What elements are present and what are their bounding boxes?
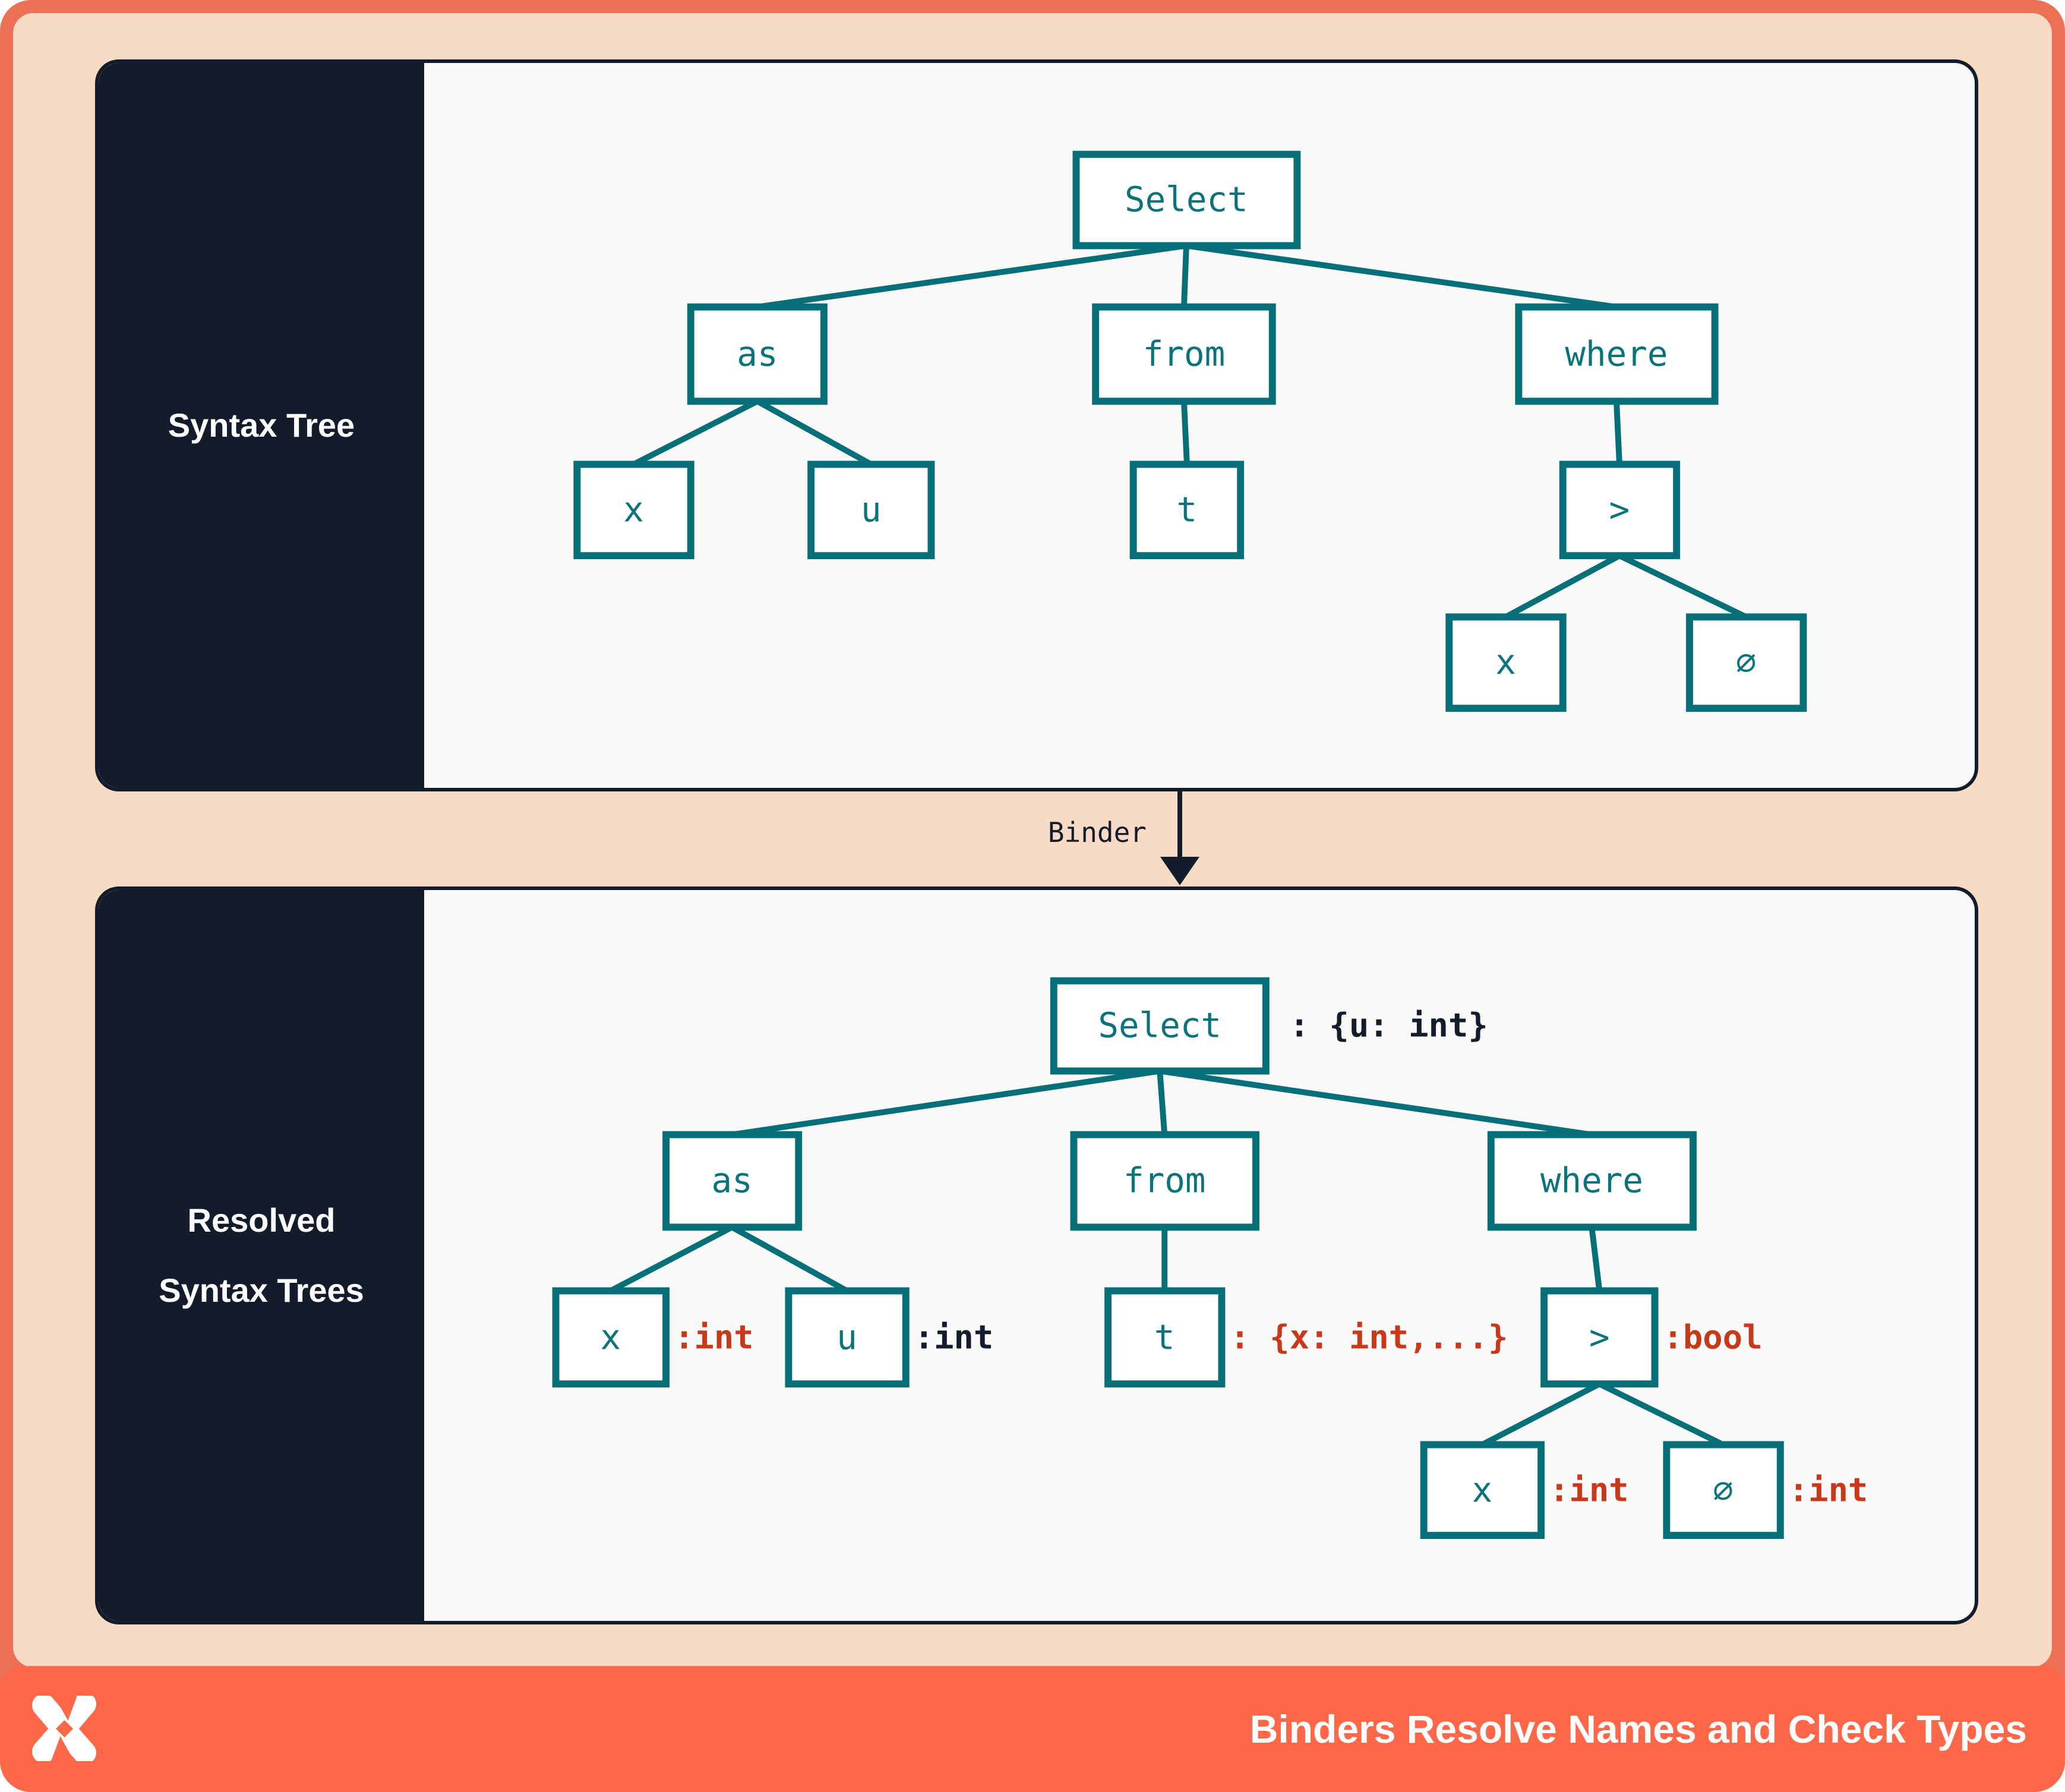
node-label-gt: > <box>1589 1317 1610 1357</box>
node-box-t <box>1129 460 1245 560</box>
edge-as-x <box>609 1224 734 1293</box>
node-box-u-as <box>807 460 935 560</box>
node-box-as <box>662 1131 803 1231</box>
binder-label: Binder <box>1047 816 1147 848</box>
node-box-zero <box>1663 1441 1784 1539</box>
edge-select-as <box>757 242 1187 310</box>
footer-bar: Binders Resolve Names and Check Types <box>0 1666 2065 1792</box>
syntax-tree-panel: Select as from where x u t > x ∅ Syntax … <box>95 59 1978 791</box>
edge-gt-x <box>1480 1381 1601 1447</box>
node-box-t <box>1104 1287 1226 1388</box>
edge-as-x <box>632 398 759 467</box>
node-box-gt <box>1540 1287 1659 1388</box>
edge-as-u <box>756 398 873 467</box>
node-label-t: t <box>1177 490 1198 529</box>
node-box-as <box>687 303 828 405</box>
node-box-from <box>1070 1131 1259 1231</box>
syntax-tree-sidebar: Syntax Tree <box>99 63 424 788</box>
footer-title: Binders Resolve Names and Check Types <box>1249 1707 2027 1751</box>
type-annotation-u-as: :int <box>914 1318 994 1356</box>
node-box-zero <box>1686 613 1807 712</box>
node-label-u-as: u <box>861 490 882 529</box>
node-label-where: where <box>1565 334 1668 374</box>
syntax-tree-diagram: Select as from where x u t > x ∅ <box>573 150 1807 712</box>
edge-select-where <box>1159 1068 1593 1138</box>
type-annotation-x-gt: :int <box>1549 1471 1629 1509</box>
node-label-t: t <box>1154 1317 1175 1357</box>
node-label-x-gt: x <box>1472 1470 1493 1510</box>
edge-from-t <box>1181 401 1190 465</box>
tree-nodes: Select : {u: int} as from where x :int u… <box>552 977 1868 1539</box>
binder-arrow-icon <box>1160 791 1199 885</box>
node-label-zero: ∅ <box>1736 642 1757 682</box>
node-label-gt: > <box>1609 490 1630 529</box>
node-label-zero: ∅ <box>1713 1470 1734 1510</box>
node-label-as: as <box>737 334 778 374</box>
node-box-where <box>1487 1131 1697 1231</box>
node-label-select: Select <box>1098 1006 1221 1046</box>
node-label-as: as <box>712 1161 753 1201</box>
edge-select-from <box>1181 245 1189 307</box>
node-label-where: where <box>1540 1161 1643 1201</box>
node-label-select: Select <box>1125 180 1248 220</box>
type-annotation-x-as: :int <box>674 1318 754 1356</box>
resolved-panel-title-line1: Resolved <box>187 1201 336 1239</box>
edge-select-as <box>731 1068 1161 1138</box>
node-label-u-as: u <box>836 1317 857 1357</box>
x-logo-icon <box>32 1696 96 1761</box>
tree-edges <box>632 242 1748 620</box>
edge-gt-x <box>1504 553 1621 620</box>
node-box-u-as <box>785 1287 910 1388</box>
edge-where-gt <box>1614 401 1622 465</box>
node-label-from: from <box>1143 334 1226 374</box>
node-box-x-gt <box>1445 613 1567 712</box>
resolved-syntax-trees-panel: Select : {u: int} as from where x :int u… <box>95 886 1978 1624</box>
node-box-where <box>1515 303 1719 405</box>
node-box-gt <box>1559 460 1681 560</box>
x-logo-top-notch <box>54 1696 77 1721</box>
edge-gt-zero <box>1618 553 1748 620</box>
resolved-syntax-tree-diagram: Select : {u: int} as from where x :int u… <box>552 977 1868 1539</box>
x-logo-bottom-notch <box>51 1736 74 1761</box>
node-box-x-as <box>573 460 694 560</box>
node-box-select <box>1050 977 1270 1075</box>
type-annotation-gt: :bool <box>1663 1318 1762 1356</box>
edge-select-from <box>1157 1071 1168 1135</box>
tree-nodes: Select as from where x u t > x ∅ <box>573 150 1807 712</box>
edge-where-gt <box>1589 1226 1603 1292</box>
resolved-syntax-trees-sidebar: Resolved Syntax Trees <box>99 890 424 1621</box>
resolved-panel-title-line2: Syntax Trees <box>159 1272 364 1309</box>
node-box-x-as <box>552 1287 670 1388</box>
node-label-x-gt: x <box>1495 642 1516 682</box>
node-label-x-as: x <box>623 490 644 529</box>
type-annotation-t: : {x: int,...} <box>1230 1318 1508 1356</box>
node-box-from <box>1092 303 1276 405</box>
node-box-x-gt <box>1420 1441 1545 1539</box>
syntax-tree-panel-title: Syntax Tree <box>168 406 355 444</box>
edge-as-u <box>730 1225 848 1293</box>
binder-arrow-head <box>1160 857 1199 885</box>
tree-edges <box>609 1068 1725 1447</box>
edge-select-where <box>1186 242 1617 310</box>
node-label-from: from <box>1123 1161 1206 1201</box>
edge-gt-zero <box>1598 1381 1725 1447</box>
type-annotation-select: : {u: int} <box>1290 1007 1488 1045</box>
node-box-select <box>1072 150 1301 250</box>
node-label-x-as: x <box>601 1317 621 1357</box>
type-annotation-zero: :int <box>1789 1471 1868 1509</box>
